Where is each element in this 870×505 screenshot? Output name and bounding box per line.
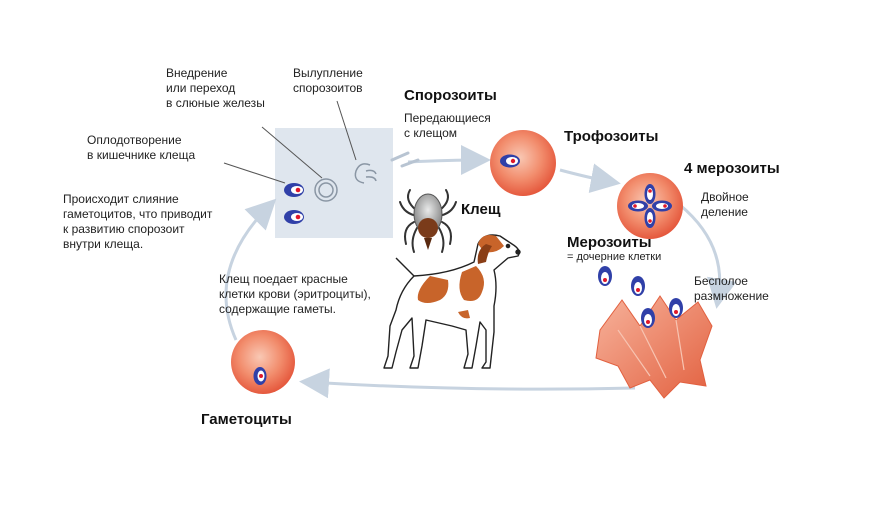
kinete [314, 178, 338, 202]
arrow-division-to-merozoites [679, 203, 737, 309]
arrow-merozoites-to-gametocytes [299, 368, 636, 399]
sporozoite-release [354, 163, 377, 184]
asexual-note: Бесполое размножение [694, 274, 769, 303]
arrow-gametocytes-to-tick [224, 198, 277, 341]
gametocyte-cell [231, 330, 295, 394]
fusion-note: Происходит слияние гаметоцитов, что прив… [63, 192, 213, 251]
gametocytes-heading: Гаметоциты [201, 411, 292, 428]
tick-illustration [399, 189, 457, 253]
fertilization-note: Оплодотворение в кишечнике клеща [87, 133, 196, 162]
pointer-lines [223, 100, 357, 184]
binary-division-note: Двойное деление [701, 190, 749, 219]
arrow-trophozoite-to-division [559, 163, 621, 194]
free-sporozoites [390, 151, 420, 168]
tick-feeds-note: Клещ поедает красные клетки крови (эритр… [219, 272, 371, 316]
zygote-group [284, 183, 304, 224]
released-merozoites [598, 266, 645, 296]
sporozoites-heading: Спорозоиты [404, 87, 497, 104]
sporozoite-release-note: Вылупление спорозоитов [293, 66, 363, 95]
trophozoite-cell [490, 130, 556, 196]
merozoites-heading: Мерозоиты [567, 234, 652, 251]
dog-illustration [383, 234, 521, 369]
invasion-note: Внедрение или переход в слюные железы [166, 66, 265, 110]
four-merozoites-heading: 4 мерозоиты [684, 160, 780, 177]
trophozoites-heading: Трофозоиты [564, 128, 659, 145]
daughter-cells-note: = дочерние клетки [567, 251, 662, 263]
ruptured-cell [595, 295, 713, 399]
tick-heading: Клещ [461, 201, 501, 218]
transmitted-note: Передающиеся с клещом [404, 111, 491, 140]
four-merozoites-cell [617, 173, 683, 239]
